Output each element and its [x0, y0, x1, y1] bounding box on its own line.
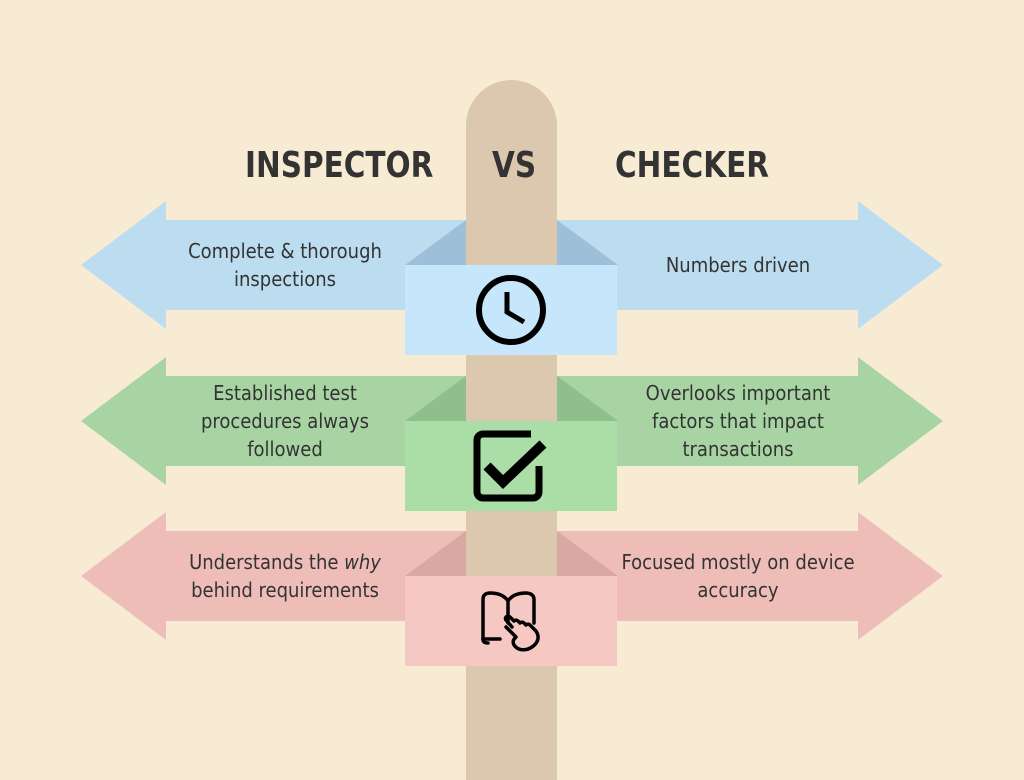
- fold-shadow-right: [557, 531, 618, 576]
- checker-title: CHECKER: [615, 145, 769, 186]
- fold-shadow-left: [405, 220, 466, 265]
- emphasis-why: why: [344, 550, 381, 574]
- comparison-row-thoroughness: Complete & thorough inspections Numbers …: [0, 201, 1024, 355]
- checker-trait: Numbers driven: [665, 253, 811, 277]
- inspector-title: INSPECTOR: [245, 145, 434, 186]
- icon-box: [405, 421, 617, 511]
- book-pointer-icon: [481, 591, 540, 652]
- vs-title: VS: [492, 145, 537, 186]
- inspector-trait: Complete & thorough inspections: [188, 239, 382, 291]
- left-arrowhead: [81, 357, 166, 485]
- inspector-trait: Understands the why behind requirements: [189, 550, 381, 602]
- inspector-trait: Established test procedures always follo…: [200, 381, 370, 461]
- icon-box: [405, 576, 617, 666]
- comparison-row-understanding: Understands the why behind requirements …: [0, 512, 1024, 666]
- fold-shadow-right: [557, 376, 618, 421]
- fold-shadow-left: [405, 376, 466, 421]
- icon-box: [405, 265, 617, 355]
- right-arrowhead: [858, 357, 943, 485]
- right-arrowhead: [858, 201, 943, 329]
- right-arrowhead: [858, 512, 943, 640]
- fold-shadow-left: [405, 531, 466, 576]
- checker-trait: Overlooks important factors that impact …: [645, 381, 831, 461]
- left-arrowhead: [81, 512, 166, 640]
- fold-shadow-right: [557, 220, 618, 265]
- checker-trait: Focused mostly on device accuracy: [621, 550, 855, 602]
- clock-icon: [476, 275, 546, 345]
- comparison-row-procedures: Established test procedures always follo…: [0, 357, 1024, 511]
- checkbox-checked-icon: [473, 430, 547, 502]
- left-arrowhead: [81, 201, 166, 329]
